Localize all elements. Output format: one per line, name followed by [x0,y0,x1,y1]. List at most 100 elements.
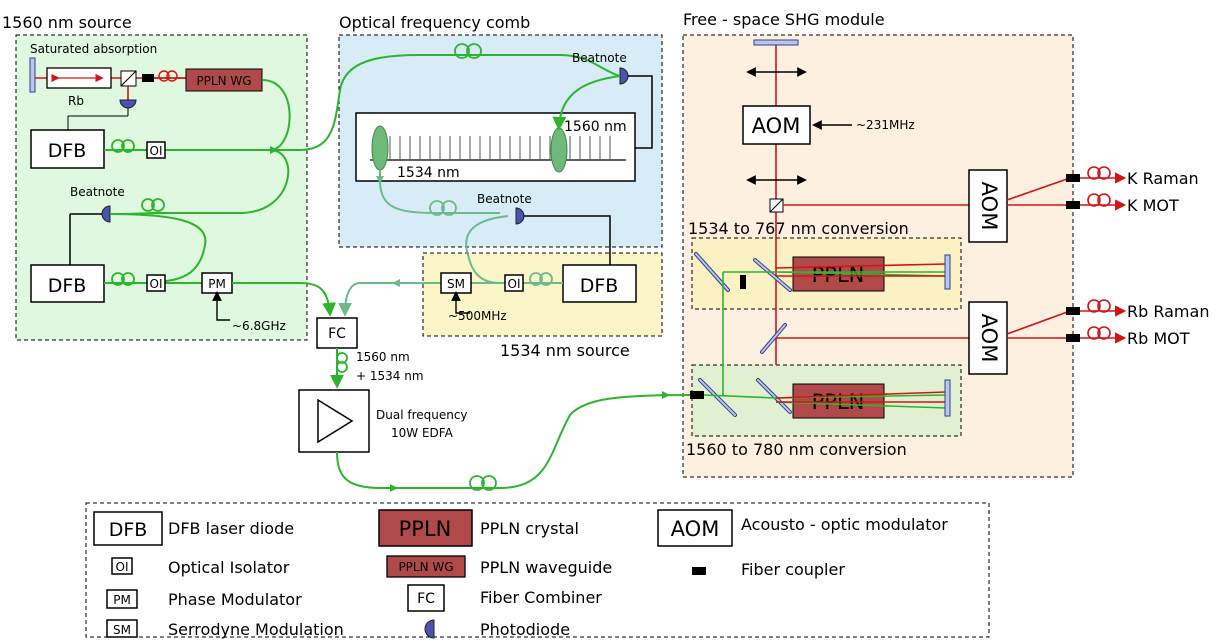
coupler-rb-mot [1066,334,1080,342]
fiber-loop-dfb2-a [111,272,125,286]
phase-modulator-label: PM [208,277,226,291]
output-k-mot: K MOT [1127,196,1179,215]
legend-oi-desc: Optical Isolator [168,558,290,577]
aom-k-label: AOM [977,182,1001,231]
isolator-2 [146,274,166,292]
fiber-loop-comb-top-a [454,43,470,59]
fiber-loop-edfa-a [469,475,485,491]
mirror-1560-dichroic-fill [757,379,791,413]
isolator-2-label: OI [150,277,163,291]
legend-pm-desc: Phase Modulator [168,590,302,609]
aom-top-frequency: ~231MHz [856,118,915,132]
beatnote-1560-label: Beatnote [70,185,125,199]
fiber-coupler-sat-abs [142,74,154,82]
legend-dfb-desc: DFB laser diode [168,519,294,538]
fiber-comb-1560-in [552,75,621,131]
isolator-1 [146,141,166,159]
fiber-loop-beat1-b [151,198,165,212]
sat-abs-beamsplitter-diag [120,70,137,87]
comb-1534-label: 1534 nm [397,165,460,181]
comb-box [355,112,636,182]
comb-beatnote-low-label: Beatnote [477,192,532,206]
panel-legend [85,502,990,638]
fiber-loop-comb-low-a [429,200,445,216]
edfa-label-1: Dual frequency [376,408,468,422]
fiber-beat1 [109,212,207,283]
fiber-loop-fc-b [336,361,348,373]
coupler-k-raman [1066,174,1080,182]
fiber-edfa-to-shg [336,394,691,489]
fiber-loop-dfb1-b [121,139,135,153]
shg-beamsplitter-diag [769,198,784,213]
fc-output-label-1: 1560 nm [356,350,410,364]
dfb-1534-label: DFB [580,275,619,297]
coupler-rb-raman [1066,307,1080,315]
fiber-loop-beat1-a [141,198,155,212]
beam-1560-red [775,391,947,403]
output-rb-mot: Rb MOT [1127,329,1190,348]
title-1534-source: 1534 nm source [500,341,630,360]
beam-rb-raman [1006,310,1071,335]
photodiode-sat-abs [119,99,137,109]
fiber-loop-comb-low-b [441,200,457,216]
title-1560-source: 1560 nm source [2,13,132,32]
comb-beatnote-top-label: Beatnote [572,51,627,65]
fiber-loop-sat-abs-1 [158,70,170,82]
fc-output-label-2: + 1534 nm [356,369,424,383]
mirror-1560-left-fill [699,379,736,416]
legend-ppln-symbol-text: PPLN [399,517,452,541]
title-optical-comb: Optical frequency comb [339,13,530,32]
sm-frequency-label: ~500MHz [448,309,507,323]
photodiode-comb-top [619,67,629,85]
comb-top-wire [628,75,653,149]
fiber-loops-outputs [1087,166,1111,340]
aom-top-label: AOM [752,114,801,138]
legend-aom-desc: Acousto - optic modulator [741,515,948,534]
ppln-waveguide-label: PPLN WG [196,74,251,88]
mirror-1560-end [944,379,951,417]
fiber-1534-to-fc [338,282,361,317]
fiber-coupler-shg-in [690,391,704,399]
dfb-2-label: DFB [48,275,87,297]
mirror-1534-end [944,254,951,290]
coupler-k-mot [1066,201,1080,209]
fiber-1560-to-comb [299,54,560,151]
title-shg-module: Free - space SHG module [683,10,885,29]
legend-oi-symbol-text: OI [116,560,129,574]
pm-frequency-label: ~6.8GHz [232,319,286,333]
legend-sm-symbol-text: SM [113,623,131,637]
title-1534-conversion: 1534 to 767 nm conversion [688,219,909,238]
legend-pplnwg-symbol-text: PPLN WG [398,560,453,574]
legend-pm-symbol-text: PM [113,593,131,607]
fiber-coupler-1534-block [740,275,746,289]
fiber-loop-edfa-b [481,475,497,491]
rb-label: Rb [68,94,84,108]
legend-sm-desc: Serrodyne Modulation [168,620,344,639]
legend-pm-symbol [106,589,138,609]
fiber-loop-1534-a [529,272,543,286]
title-saturated-absorption: Saturated absorption [30,42,157,56]
output-k-raman: K Raman [1127,169,1199,188]
fiber-loop-1534-b [539,272,553,286]
fiber-loop-sat-abs-2 [166,70,178,82]
aom-k [968,169,1008,243]
legend-pd-desc: Photodiode [480,620,570,639]
ppln-1560 [792,383,885,419]
dfb-2 [30,264,105,303]
beam-k-raman [1006,177,1071,201]
serrodyne-modulator-label: SM [447,277,465,291]
isolator-1534-label: OI [508,277,521,291]
comb-low-wire [524,215,611,265]
arrow-1534-main [392,279,400,287]
legend-coupler-symbol [692,567,706,575]
photodiode-comb-low [515,207,525,225]
comb-1560-label: 1560 nm [564,119,627,135]
fiber-combiner [316,317,358,349]
dfb-1 [30,129,105,169]
legend-pplnwg-desc: PPLN waveguide [480,558,612,577]
aom-rb-label: AOM [977,314,1001,363]
arrow-coupler [270,146,278,154]
sm-drive-line [451,291,470,314]
dfb-1-label: DFB [48,140,87,162]
